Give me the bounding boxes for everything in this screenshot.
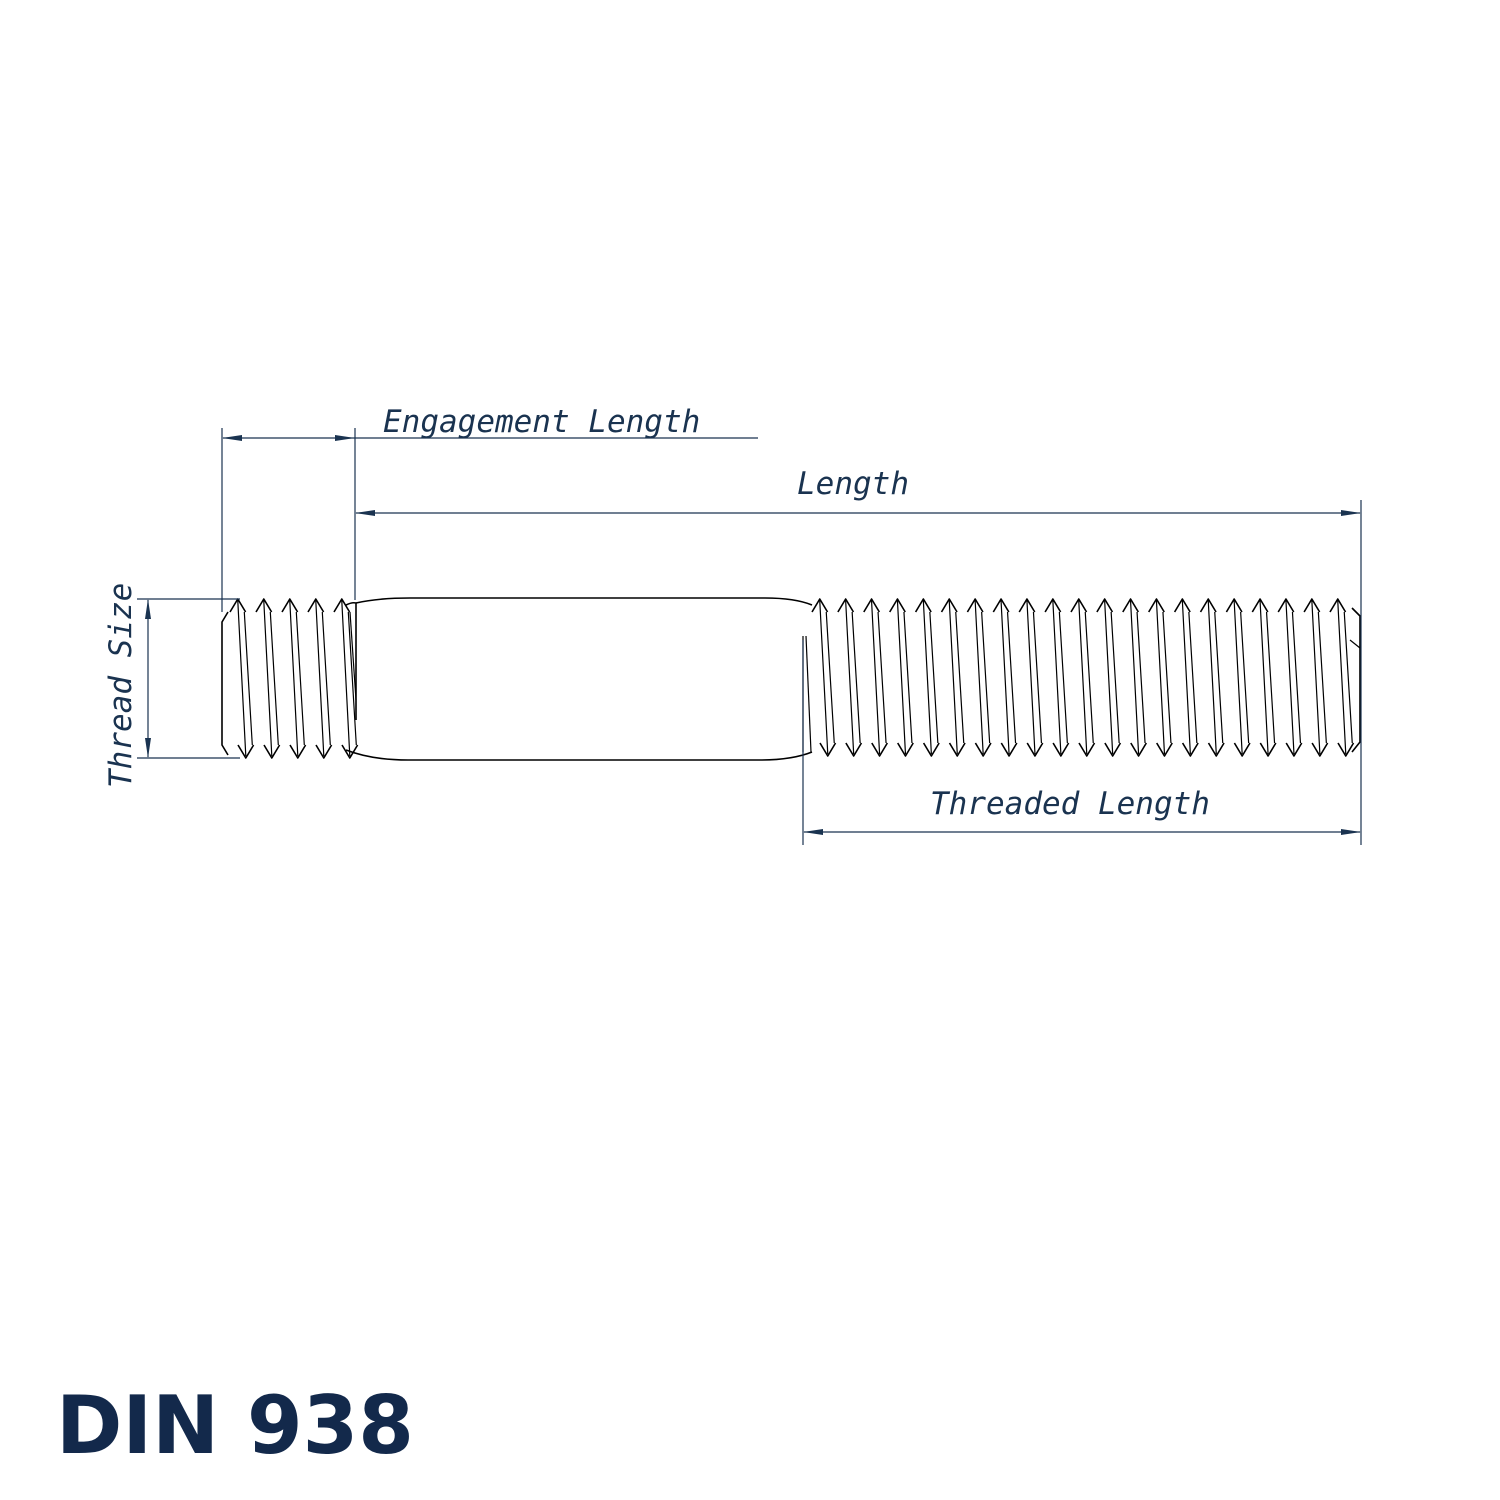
- thread-flanks: [819, 600, 1353, 755]
- engagement-length-label: Engagement Length: [383, 404, 700, 440]
- stud-body: [221, 597, 1361, 761]
- length-label: Length: [797, 466, 909, 502]
- thread-size-label: Thread Size: [103, 583, 139, 788]
- plain-shank: [345, 597, 813, 761]
- dimensions: [137, 428, 1362, 845]
- engagement-thread-flanks: [237, 600, 357, 757]
- threaded-end: [811, 598, 1361, 757]
- standard-title: DIN 938: [56, 1379, 414, 1472]
- thread-roots: [819, 742, 1355, 757]
- thread-crests: [811, 598, 1347, 613]
- engagement-thread-end: [221, 598, 359, 759]
- threaded-length-label: Threaded Length: [930, 786, 1210, 822]
- engagement-thread-roots: [237, 744, 359, 759]
